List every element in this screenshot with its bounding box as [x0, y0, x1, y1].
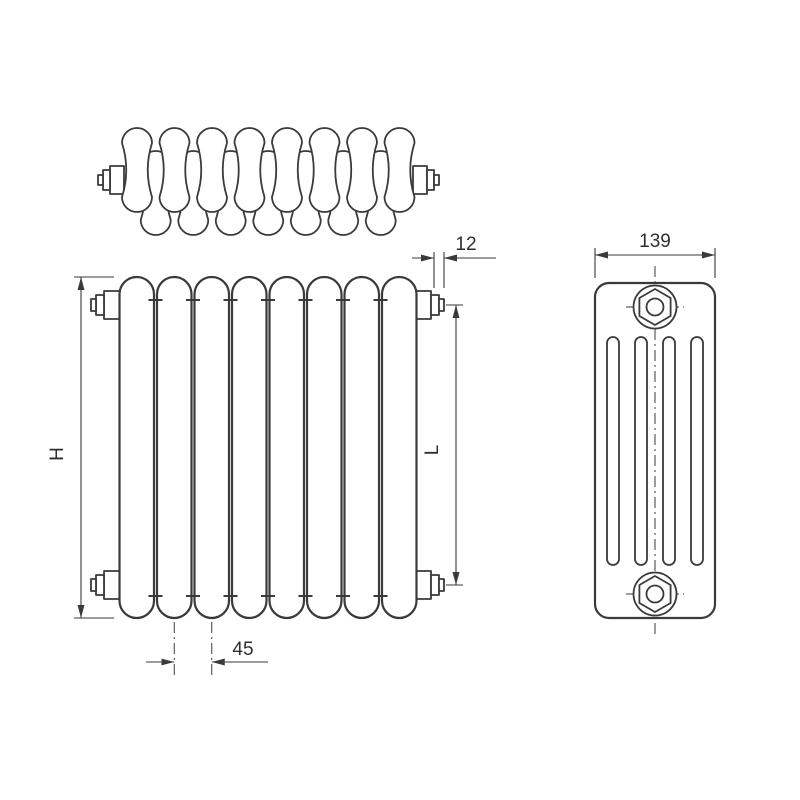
radiator-tube — [305, 275, 343, 620]
column-slot — [606, 336, 620, 566]
connection-boss — [97, 165, 440, 195]
radiator-tube — [230, 275, 268, 620]
dim-height: H — [47, 276, 114, 619]
dim-label-section-pitch: 45 — [232, 639, 253, 660]
column-slots — [606, 336, 704, 566]
connection-boss — [90, 290, 445, 600]
side-view — [593, 266, 717, 638]
dim-section-pitch: 45 — [146, 622, 268, 676]
dim-depth: 139 — [594, 231, 716, 278]
radiator-tube — [118, 275, 156, 620]
hex-plug-top — [626, 284, 684, 330]
column-slot — [634, 336, 648, 566]
column-slot — [662, 336, 676, 566]
column-slot — [690, 336, 704, 566]
radiator-tube — [193, 275, 231, 620]
dim-connection-spacing: L — [422, 304, 463, 586]
top-view — [97, 127, 440, 236]
radiator-tube — [343, 275, 381, 620]
radiator-tube — [380, 275, 418, 620]
front-view — [90, 275, 445, 620]
radiator-tube — [268, 275, 306, 620]
dim-label-depth: 139 — [639, 231, 671, 252]
radiator-tubes — [118, 275, 418, 620]
dim-label-height: H — [47, 447, 68, 461]
radiator-tube — [155, 275, 193, 620]
dim-label-connection-offset: 12 — [455, 234, 476, 255]
hex-plug-bottom — [626, 571, 684, 617]
section-joints — [148, 299, 388, 597]
dim-connection-offset: 12 — [412, 234, 496, 288]
dim-label-connection-spacing: L — [422, 445, 443, 456]
